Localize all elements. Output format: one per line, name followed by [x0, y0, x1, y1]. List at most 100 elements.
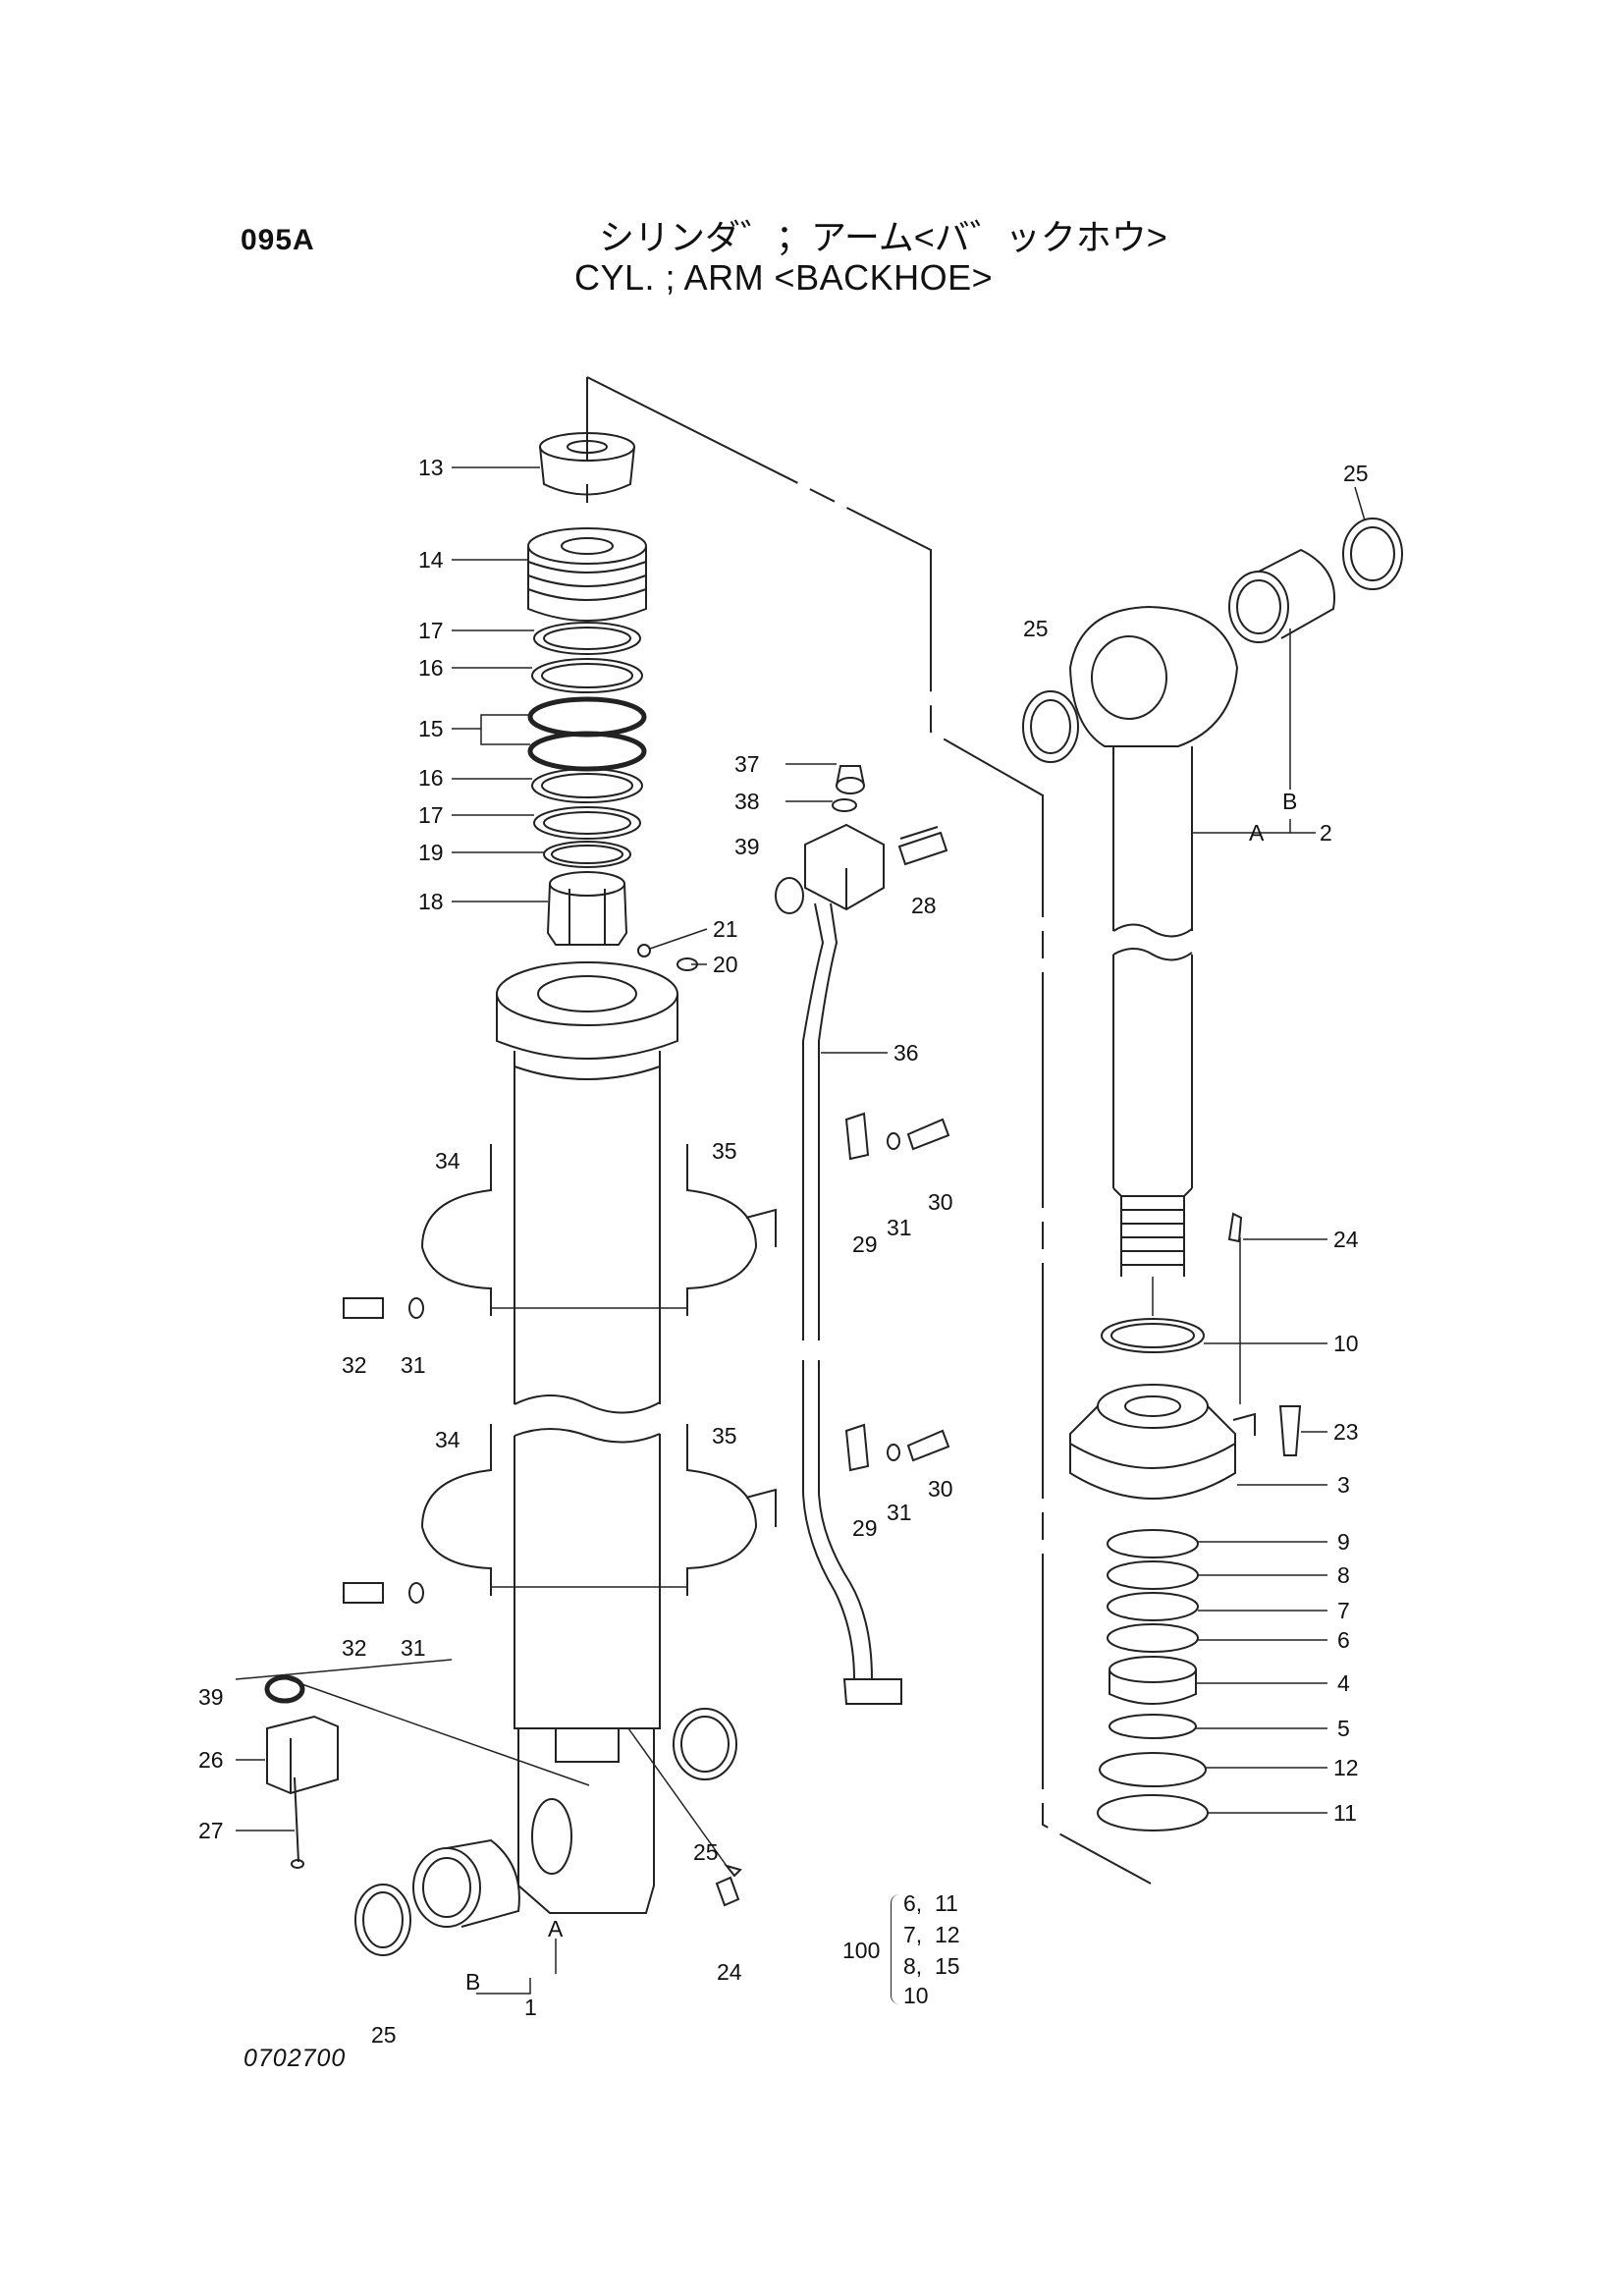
part-24-grease-fitting-bottom — [715, 1876, 740, 1907]
part-25-ring-right-mid — [1022, 690, 1079, 763]
part-14-cushion — [527, 527, 647, 622]
callout-6: 6 — [1337, 1627, 1350, 1653]
seal-kit-row: 6, 11 — [903, 1890, 958, 1916]
rod-group-outline — [586, 376, 1152, 1885]
callout-30: 30 — [928, 1189, 953, 1215]
seal-kit-number: 100 — [842, 1938, 881, 1963]
callout-36: 36 — [893, 1040, 919, 1066]
callout-12: 12 — [1333, 1755, 1359, 1780]
callout-25: 25 — [693, 1839, 719, 1865]
callout-27: 27 — [198, 1818, 224, 1843]
callout-35: 35 — [712, 1138, 737, 1164]
part-28-bolt — [899, 826, 939, 840]
callout-32: 32 — [342, 1352, 367, 1378]
callout-35: 35 — [712, 1423, 737, 1449]
callout-26: 26 — [198, 1747, 224, 1773]
callout-30: 30 — [928, 1476, 953, 1502]
callout-16: 16 — [418, 765, 444, 791]
callout-21: 21 — [713, 916, 738, 942]
part-26-block — [264, 1674, 339, 1869]
callout-37: 37 — [734, 751, 760, 777]
part-29-bracket-upper — [844, 1112, 950, 1161]
callout-31: 31 — [887, 1215, 912, 1240]
cylinder-tube-lower — [514, 1428, 661, 1914]
callout-23: 23 — [1333, 1419, 1359, 1445]
part-18-nut — [546, 871, 698, 971]
callout-24: 24 — [717, 1959, 742, 1985]
part-23-bolt — [1278, 1405, 1302, 1456]
callout-18: 18 — [418, 889, 444, 914]
callout-29: 29 — [852, 1515, 878, 1541]
part-24-grease-fitting-top — [1227, 1212, 1243, 1404]
callout-A-left: A — [548, 1916, 564, 1941]
part-13-wear-ring — [539, 432, 635, 503]
callout-1: 1 — [524, 1995, 537, 2020]
callout-13: 13 — [418, 455, 444, 480]
clamp-34-lower — [421, 1424, 492, 1596]
callout-16: 16 — [418, 655, 444, 681]
callout-17: 17 — [418, 618, 444, 643]
part-25-ring-center — [673, 1708, 737, 1780]
callout-10: 10 — [1333, 1331, 1359, 1356]
piston-seal-stack — [1097, 1529, 1209, 1831]
callout-32: 32 — [342, 1635, 367, 1661]
callout-9: 9 — [1337, 1529, 1350, 1555]
rod-eye — [1068, 605, 1239, 747]
title-english: CYL. ; ARM <BACKHOE> — [574, 257, 994, 298]
part-3-piston — [1069, 1384, 1256, 1500]
callout-25: 25 — [1343, 461, 1369, 486]
seal-kit-row: 8, 15 — [903, 1953, 960, 1979]
seal-kit-brace — [891, 1894, 899, 2004]
callout-5: 5 — [1337, 1716, 1350, 1741]
part-38-block — [775, 765, 948, 914]
part-36-pipe — [802, 902, 902, 1705]
callout-34: 34 — [435, 1148, 460, 1174]
callout-31: 31 — [401, 1352, 426, 1378]
callout-15: 15 — [418, 716, 444, 741]
callout-39: 39 — [734, 834, 760, 859]
part-25-ring-left — [354, 1884, 411, 1956]
drawing-number: 0702700 — [243, 2045, 347, 2072]
callout-38: 38 — [734, 789, 760, 814]
callout-3: 3 — [1337, 1472, 1350, 1498]
callout-28: 28 — [911, 893, 937, 918]
part-B-bushing-left — [412, 1838, 520, 1928]
callout-A-right: A — [1249, 820, 1265, 846]
part-32-bolt-lower — [343, 1582, 424, 1604]
part-25-ring-right-top — [1342, 518, 1403, 590]
callout-29: 29 — [852, 1231, 878, 1257]
callout-17: 17 — [418, 802, 444, 828]
callout-8: 8 — [1337, 1562, 1350, 1588]
callout-20: 20 — [713, 952, 738, 977]
seal-kit-row: 7, 12 — [903, 1922, 960, 1947]
seal-stack-14-19 — [527, 622, 647, 868]
seal-kit-row: 10 — [903, 1983, 929, 2008]
callout-B-right: B — [1282, 789, 1297, 814]
part-32-bolt-upper — [343, 1297, 424, 1319]
callout-19: 19 — [418, 840, 444, 865]
piston-rod — [1112, 746, 1193, 1316]
callout-4: 4 — [1337, 1670, 1350, 1696]
callout-34: 34 — [435, 1427, 460, 1452]
page-code: 095A — [241, 224, 315, 256]
callout-labels: 13 14 17 16 15 16 17 19 18 21 20 36 37 3… — [198, 455, 1369, 2048]
callout-11: 11 — [1333, 1800, 1357, 1826]
callout-25: 25 — [1023, 616, 1049, 641]
callout-25: 25 — [371, 2022, 397, 2048]
callout-2: 2 — [1320, 820, 1332, 846]
part-B-bushing-right — [1228, 548, 1335, 643]
clamp-35-upper — [686, 1144, 777, 1316]
cylinder-tube-upper — [496, 961, 678, 1414]
callout-B-left: B — [465, 1969, 480, 1995]
callout-7: 7 — [1337, 1598, 1350, 1623]
callout-39: 39 — [198, 1684, 224, 1710]
callout-24: 24 — [1333, 1227, 1359, 1252]
callout-31: 31 — [401, 1635, 426, 1661]
clamp-34-upper — [421, 1144, 492, 1316]
part-29-bracket-lower — [844, 1423, 950, 1472]
clamp-35-lower — [686, 1424, 777, 1596]
part-10-ring — [1101, 1318, 1205, 1353]
callout-14: 14 — [418, 547, 444, 573]
title-japanese: シリンダ゛；アーム<バ゛ックホウ> — [599, 217, 1167, 257]
